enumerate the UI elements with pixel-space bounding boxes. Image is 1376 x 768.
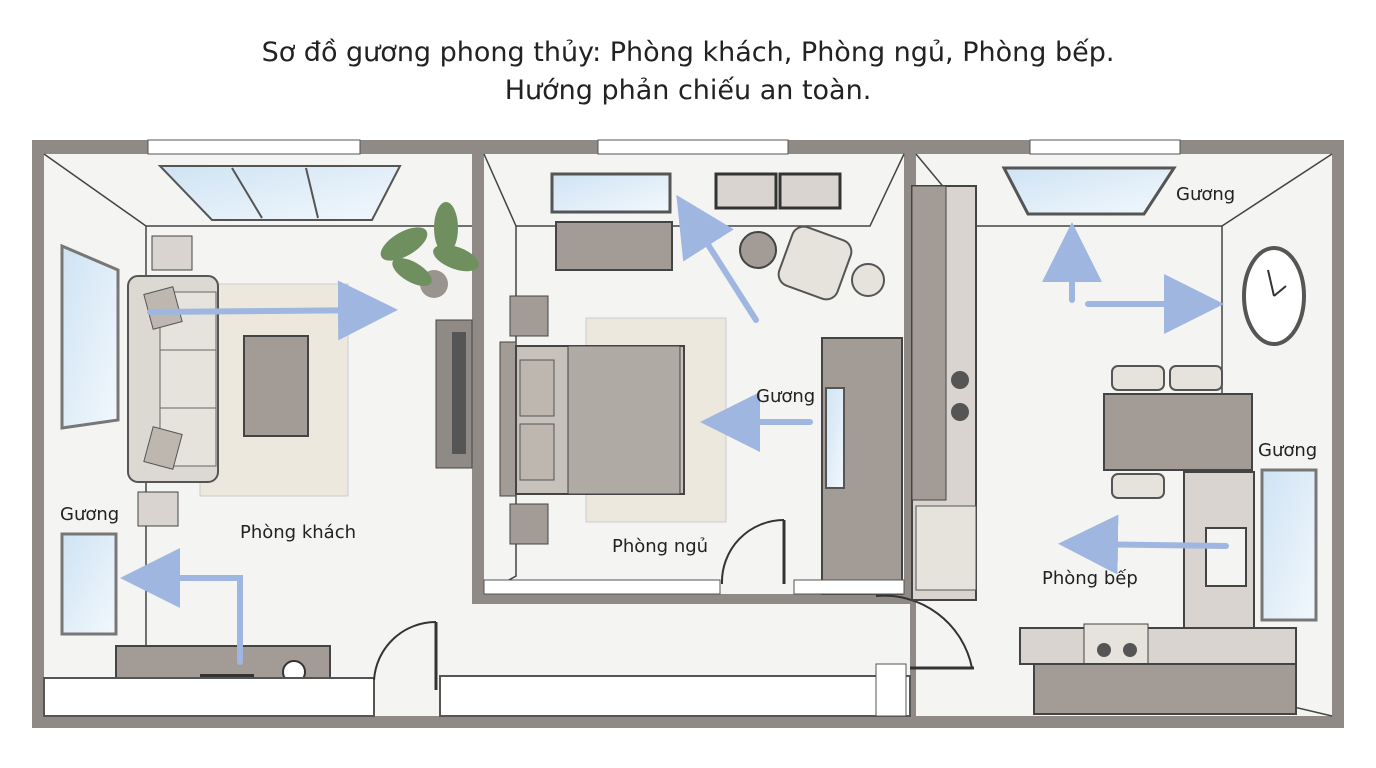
- arrow-living-sofa: [147, 280, 398, 341]
- label-mirror-bedroom: Gương: [756, 386, 815, 407]
- bedroom-door-swing: [720, 519, 785, 585]
- dresser: [555, 221, 673, 271]
- side-table-top: [151, 235, 193, 271]
- living-left-mirror: [60, 243, 120, 430]
- kitchen-window: [1001, 166, 1177, 216]
- kitchen-right-mirror: [1260, 468, 1318, 622]
- living-bottom-wall: [43, 677, 375, 717]
- hall-wall-segment: [439, 675, 911, 717]
- living-room-window: [157, 165, 402, 221]
- nightstand-bottom: [509, 503, 549, 545]
- wall-clock: [1242, 246, 1306, 346]
- kitchen-bottom-counter: [1019, 623, 1297, 715]
- arrow-bedroom-window: [676, 194, 759, 323]
- reflection-arrows: [120, 194, 1229, 665]
- plant: [380, 202, 479, 298]
- coffee-table: [243, 335, 309, 437]
- wardrobe: [821, 337, 903, 595]
- armchair: [777, 225, 853, 301]
- tv-screen: [452, 332, 466, 454]
- arrow-kitchen-left: [1058, 514, 1229, 575]
- bedroom-bottom-wall-right: [793, 579, 905, 595]
- label-mirror-living: Gương: [60, 504, 119, 525]
- round-table: [739, 231, 777, 269]
- title-line-1: Sơ đồ gương phong thủy: Phòng khách, Phò…: [261, 37, 1115, 68]
- diagram-title: Sơ đồ gương phong thủy: Phòng khách, Phò…: [0, 34, 1376, 110]
- bed: [499, 341, 685, 497]
- label-kitchen: Phòng bếp: [1042, 568, 1138, 589]
- label-living-room: Phòng khách: [240, 522, 356, 543]
- arrow-living-tv: [120, 548, 243, 665]
- nightstand-top: [509, 295, 549, 337]
- dining-table: [1103, 365, 1253, 499]
- label-mirror-kitchen-right: Gương: [1258, 440, 1317, 461]
- living-door-swing: [373, 620, 437, 681]
- floor-lamp: [851, 263, 885, 297]
- label-mirror-kitchen-top: Gương: [1176, 184, 1235, 205]
- bedroom-window: [550, 172, 672, 214]
- label-bedroom: Phòng ngủ: [612, 536, 708, 557]
- sofa: [127, 275, 219, 483]
- picture-frame-2: [778, 172, 842, 210]
- kitchen-right-counter: [1183, 471, 1255, 633]
- title-line-2: Hướng phản chiếu an toàn.: [504, 75, 872, 106]
- side-table-bottom: [137, 491, 179, 527]
- bedroom-bottom-wall-left: [483, 579, 721, 595]
- kitchen-left-counter: [911, 185, 977, 601]
- hall-pillar: [875, 663, 907, 717]
- kitchen-door-swing: [875, 594, 973, 669]
- living-lower-mirror: [60, 532, 118, 636]
- picture-frame-1: [714, 172, 778, 210]
- top-windows: [147, 139, 1181, 155]
